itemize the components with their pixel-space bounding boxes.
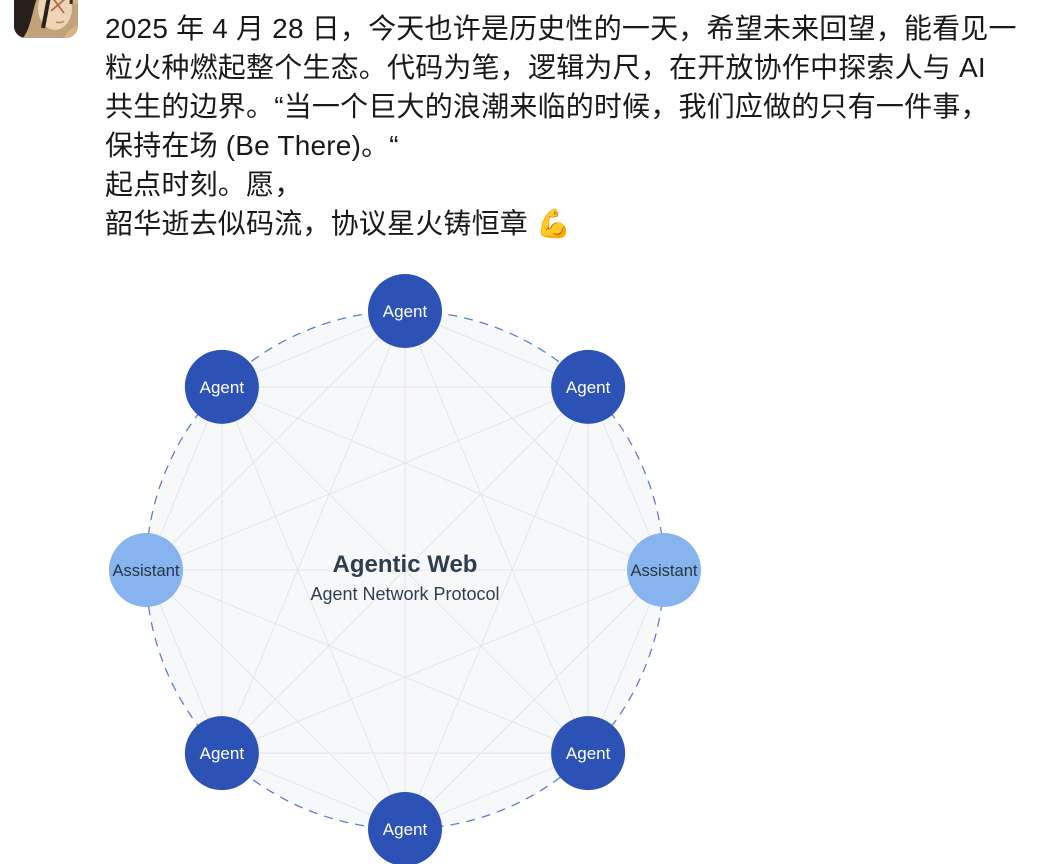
diagram-node-label: Assistant bbox=[631, 562, 698, 580]
message-line-5: 起点时刻。愿， bbox=[105, 169, 303, 200]
diagram-node-label: Agent bbox=[200, 744, 245, 763]
diagram-node-label: Assistant bbox=[113, 562, 180, 580]
diagram-edge bbox=[404, 310, 589, 754]
user-avatar[interactable] bbox=[14, 0, 78, 38]
message-line-6: 韶华逝去似码流，协议星火铸恒章 💪 bbox=[105, 208, 572, 239]
diagram-edge bbox=[145, 569, 406, 830]
diagram-node-label: Agent bbox=[566, 744, 611, 763]
diagram-node-assistant bbox=[109, 533, 183, 607]
diagram-edge bbox=[221, 386, 665, 571]
diagram-node-label: Agent bbox=[383, 820, 428, 839]
diagram-node-label: Agent bbox=[200, 378, 245, 397]
diagram-node-agent bbox=[184, 716, 259, 791]
diagram-node-agent bbox=[184, 349, 259, 424]
post-message: 2025 年 4 月 28 日，今天也许是历史性的一天，希望未来回望，能看见一 … bbox=[105, 9, 1017, 243]
diagram-edge bbox=[221, 386, 406, 830]
diagram-node-agent bbox=[368, 274, 442, 348]
diagram-node-label: Agent bbox=[566, 378, 611, 397]
avatar-illustration bbox=[14, 0, 78, 38]
diagram-edge bbox=[221, 569, 665, 754]
diagram-edge bbox=[404, 386, 589, 830]
message-line-1: 2025 年 4 月 28 日，今天也许是历史性的一天，希望未来回望，能看见一 bbox=[105, 13, 1017, 44]
message-line-3: 共生的边界。“当一个巨大的浪潮来临的时候，我们应做的只有一件事， bbox=[105, 91, 989, 122]
diagram-node-label: Agent bbox=[383, 302, 428, 321]
diagram-node-agent bbox=[368, 792, 442, 864]
message-line-4: 保持在场 (Be There)。“ bbox=[105, 130, 399, 161]
diagram-edge bbox=[145, 569, 589, 754]
diagram-edge bbox=[221, 386, 589, 754]
diagram-title: Agentic Web bbox=[333, 551, 478, 578]
diagram-subtitle: Agent Network Protocol bbox=[310, 584, 499, 604]
diagram-edge bbox=[145, 386, 589, 571]
diagram-edge bbox=[221, 310, 406, 754]
diagram-node-agent bbox=[551, 716, 626, 791]
diagram-node-assistant bbox=[627, 533, 701, 607]
diagram-node-agent bbox=[551, 349, 626, 424]
message-line-2: 粒火种燃起整个生态。代码为笔，逻辑为尺，在开放协作中探索人与 AI bbox=[105, 52, 986, 83]
